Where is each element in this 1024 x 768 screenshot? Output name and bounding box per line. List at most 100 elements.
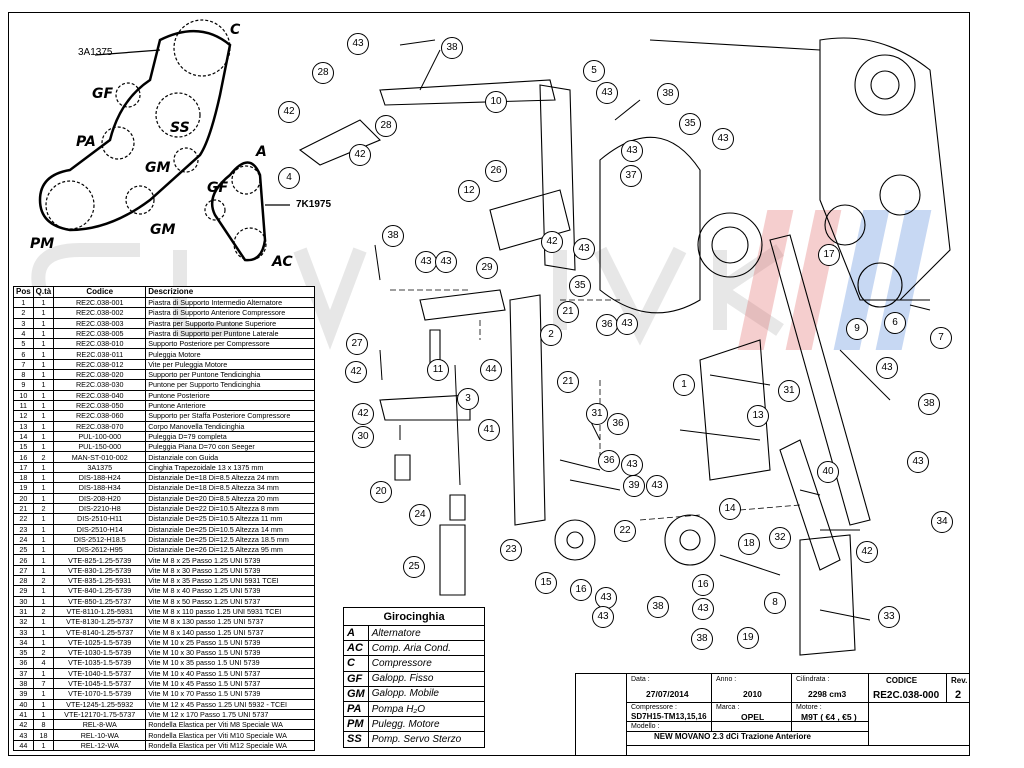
- cell-qty: 1: [32, 667, 55, 679]
- cell-pos: 40: [13, 698, 34, 710]
- legend-key: SS: [343, 731, 369, 748]
- cell-descrizione: Vite M 10 x 45 Passo 1.5 UNI 5737: [145, 677, 315, 690]
- pulley-label-pa: PA: [76, 134, 96, 150]
- cell-pos: 4: [13, 327, 34, 340]
- cell-descrizione: Vite M 12 x 170 Passo 1.75 UNI 5737: [145, 708, 315, 721]
- cell-descrizione: Distanziale De=25 Di=10.5 Altezza 11 mm: [145, 513, 315, 525]
- header-pos: Pos: [13, 286, 34, 298]
- cell-codice: RE2C.038-010: [53, 338, 147, 350]
- cell-pos: 33: [13, 626, 34, 638]
- cell-qty: 1: [32, 492, 55, 504]
- pulley-label-gm-2: GM: [150, 222, 176, 238]
- cell-qty: 2: [32, 575, 55, 587]
- part-callout: 43: [592, 606, 614, 628]
- legend-key: PM: [343, 716, 369, 733]
- cell-pos: 36: [13, 657, 34, 669]
- cell-codice: DIS-2510-H14: [53, 523, 147, 535]
- cell-qty: 7: [32, 677, 55, 690]
- cell-codice: DIS-188-H34: [53, 482, 147, 494]
- part-callout: 28: [312, 62, 334, 84]
- cell-pos: 12: [13, 410, 34, 422]
- bolts: [374, 39, 931, 621]
- part-callout: 42: [352, 403, 374, 425]
- cell-codice: RE2C.038-040: [53, 389, 147, 401]
- belt-routing-diagram: [38, 19, 290, 262]
- cell-qty: 2: [32, 647, 55, 659]
- part-callout: 21: [557, 371, 579, 393]
- cell-qty: 1: [32, 523, 55, 535]
- part-callout: 13: [747, 405, 769, 427]
- cell-codice: DIS-2512-H18.5: [53, 533, 147, 546]
- cell-descrizione: Vite M 8 x 110 passo 1.25 UNI 5931 TCEI: [145, 605, 315, 618]
- label-motore: Motore :: [796, 704, 822, 711]
- cell-descrizione: Distanziale De=22 Di=10.5 Altezza 8 mm: [145, 502, 315, 515]
- cell-codice: RE2C.038-005: [53, 327, 147, 340]
- cell-descrizione: Supporto Posteriore per Compressore: [145, 338, 315, 350]
- cell-descrizione: Distanziale De=18 Di=8.5 Altezza 34 mm: [145, 482, 315, 494]
- cell-codice: 3A1375: [53, 461, 147, 474]
- part-callout: 43: [692, 598, 714, 620]
- cell-qty: 1: [32, 564, 55, 577]
- value-data: 27/07/2014: [646, 689, 689, 699]
- cell-qty: 2: [32, 451, 55, 463]
- cell-pos: 19: [13, 482, 34, 494]
- cell-qty: 1: [32, 688, 55, 700]
- cell-descrizione: Vite M 10 x 30 Passo 1.5 UNI 5739: [145, 647, 315, 659]
- value-modello: NEW MOVANO 2.3 dCi Trazione Anteriore: [654, 732, 811, 741]
- cell-qty: 1: [32, 626, 55, 638]
- pulley-label-gf-2: GF: [207, 180, 229, 196]
- part-callout: 38: [647, 596, 669, 618]
- cell-codice: RE2C.038-003: [53, 317, 147, 329]
- cell-qty: 1: [32, 595, 55, 607]
- cell-pos: 17: [13, 461, 34, 474]
- part-callout: 17: [818, 244, 840, 266]
- cell-pos: 30: [13, 595, 34, 607]
- part-callout: 9: [846, 318, 868, 340]
- cell-pos: 2: [13, 307, 34, 319]
- cell-codice: RE2C.038-001: [53, 296, 147, 309]
- cell-codice: VTE-12170-1.75-5737: [53, 708, 147, 721]
- cell-descrizione: Piastra per Supporto Puntone Superiore: [145, 317, 315, 329]
- label-modello: Modello :: [631, 723, 660, 730]
- header-qty: Q.tà: [32, 286, 55, 298]
- cell-pos: 43: [13, 729, 34, 741]
- cell-descrizione: Vite M 12 x 45 Passo 1.25 UNI 5932 - TCE…: [145, 698, 315, 710]
- part-callout: 43: [621, 140, 643, 162]
- legend-label: Pulegg. Motore: [367, 716, 486, 733]
- cell-codice: DIS-2210-H8: [53, 502, 147, 515]
- cell-codice: VTE-8110-1.25-5931: [53, 605, 147, 618]
- part-callout: 7: [930, 327, 952, 349]
- pulley-label-gf: GF: [92, 86, 114, 102]
- part-callout: 16: [570, 579, 592, 601]
- part-callout: 40: [817, 461, 839, 483]
- cell-codice: DIS-2510-H11: [53, 513, 147, 525]
- part-callout: 6: [884, 312, 906, 334]
- legend-label: Alternatore: [367, 624, 486, 642]
- part-callout: 37: [620, 165, 642, 187]
- pulley-label-ac: AC: [272, 254, 293, 270]
- value-cilindrata: 2298 cm3: [808, 689, 847, 699]
- header-descrizione: Descrizione: [145, 286, 315, 298]
- part-callout: 43: [415, 251, 437, 273]
- cell-pos: 11: [13, 399, 34, 412]
- cell-codice: PUL-150-000: [53, 441, 147, 453]
- cell-codice: VTE-1025-1.5-5739: [53, 636, 147, 649]
- pulley-label-ss: SS: [170, 120, 190, 136]
- cell-descrizione: Vite M 10 x 70 Passo 1.5 UNI 5739: [145, 688, 315, 700]
- label-marca: Marca :: [716, 704, 740, 711]
